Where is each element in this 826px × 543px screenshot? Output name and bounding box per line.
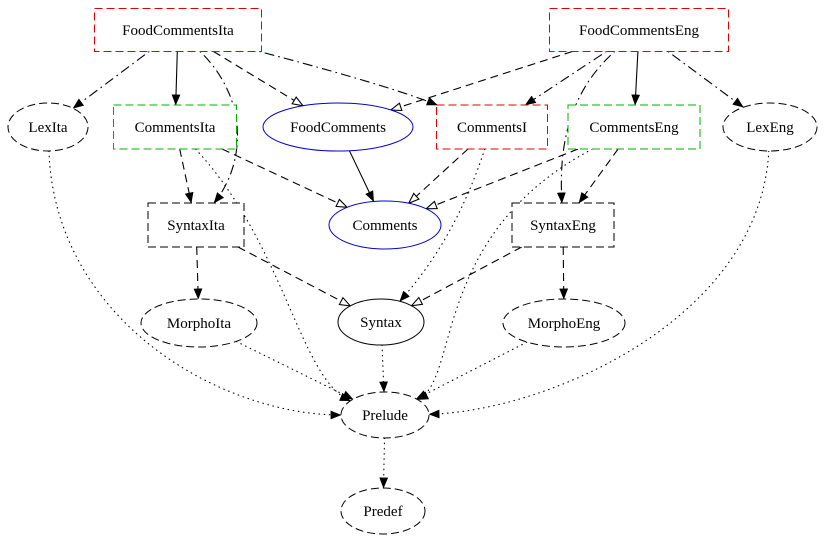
edge-FoodCommentsEng-to-LexEng (667, 50, 744, 108)
edge-FoodCommentsIta-to-CommentsIta (171, 51, 181, 106)
node-CommentsI: CommentsI (436, 104, 548, 150)
ellipse-FoodComments (262, 102, 414, 152)
ellipse-Prelude (340, 391, 430, 439)
edge-SyntaxEng-to-Syntax (412, 246, 522, 306)
edge-FoodCommentsIta-to-SyntaxIta (199, 50, 238, 204)
edge-CommentsI-to-Comments (409, 148, 469, 203)
label-Comments: Comments (352, 218, 417, 234)
node-FoodComments: FoodComments (262, 102, 414, 152)
node-SyntaxIta: SyntaxIta (147, 202, 245, 248)
node-Syntax: Syntax (337, 298, 425, 346)
label-FoodComments: FoodComments (290, 120, 386, 136)
edge-CommentsEng-to-SyntaxEng (578, 148, 619, 204)
edge-SyntaxIta-to-Syntax (237, 246, 350, 306)
edge-Syntax-to-Prelude (379, 344, 388, 393)
edge-CommentsIta-to-Comments (221, 148, 347, 207)
rect-FoodCommentsIta (94, 8, 262, 52)
edge-LexIta-to-Prelude (48, 150, 342, 420)
label-SyntaxIta: SyntaxIta (167, 218, 225, 234)
node-FoodCommentsIta: FoodCommentsIta (94, 8, 262, 52)
edge-CommentsIta-to-SyntaxIta (179, 148, 194, 204)
label-CommentsEng: CommentsEng (589, 120, 679, 136)
label-Syntax: Syntax (360, 315, 402, 331)
node-MorphoIta: MorphoIta (140, 298, 258, 348)
ellipse-LexIta (7, 102, 89, 152)
label-Prelude: Prelude (362, 408, 408, 424)
rect-SyntaxIta (147, 202, 245, 248)
node-SyntaxEng: SyntaxEng (511, 202, 615, 248)
label-MorphoEng: MorphoEng (528, 316, 601, 332)
label-LexIta: LexIta (28, 120, 67, 136)
label-CommentsIta: CommentsIta (135, 120, 216, 136)
node-LexIta: LexIta (7, 102, 89, 152)
label-Predef: Predef (363, 504, 402, 520)
ellipse-MorphoIta (140, 298, 258, 348)
ellipse-Syntax (337, 298, 425, 346)
node-Predef: Predef (340, 487, 426, 535)
rect-FoodCommentsEng (549, 8, 729, 52)
rect-CommentsI (436, 104, 548, 150)
edge-SyntaxIta-to-MorphoIta (193, 246, 203, 300)
label-FoodCommentsEng: FoodCommentsEng (579, 23, 700, 39)
node-Comments: Comments (328, 200, 442, 250)
ellipse-Predef (340, 487, 426, 535)
rect-SyntaxEng (511, 202, 615, 248)
label-FoodCommentsIta: FoodCommentsIta (122, 23, 234, 39)
label-LexEng: LexEng (746, 120, 794, 136)
edge-FoodCommentsIta-to-FoodComments (213, 51, 304, 106)
edge-LexEng-to-Prelude (428, 150, 770, 419)
edge-MorphoIta-to-Prelude (235, 340, 354, 400)
node-LexEng: LexEng (722, 102, 818, 152)
edge-FoodCommentsEng-to-FoodComments (391, 50, 573, 111)
node-MorphoEng: MorphoEng (502, 298, 626, 348)
label-MorphoIta: MorphoIta (167, 316, 231, 332)
rect-CommentsEng (567, 104, 701, 150)
node-CommentsEng: CommentsEng (567, 104, 701, 150)
edge-FoodCommentsIta-to-CommentsI (258, 50, 438, 106)
edge-Prelude-to-Predef (379, 437, 389, 489)
ellipse-Comments (328, 200, 442, 250)
edge-FoodCommentsIta-to-LexIta (72, 50, 150, 109)
edge-FoodCommentsEng-to-CommentsI (524, 50, 607, 106)
edge-MorphoEng-to-Prelude (415, 341, 528, 400)
node-Prelude: Prelude (340, 391, 430, 439)
label-SyntaxEng: SyntaxEng (530, 218, 596, 234)
node-CommentsIta: CommentsIta (113, 104, 237, 150)
ellipse-MorphoEng (502, 298, 626, 348)
rect-CommentsIta (113, 104, 237, 150)
edge-CommentsIta-to-Prelude (194, 148, 351, 402)
node-FoodCommentsEng: FoodCommentsEng (549, 8, 729, 52)
edge-CommentsEng-to-Prelude (417, 148, 593, 401)
edge-CommentsI-to-Syntax (399, 148, 486, 302)
label-CommentsI: CommentsI (457, 120, 527, 136)
edge-SyntaxEng-to-MorphoEng (559, 246, 569, 300)
edge-CommentsEng-to-Comments (426, 148, 579, 209)
edge-FoodCommentsEng-to-SyntaxEng (556, 50, 616, 204)
ellipse-LexEng (722, 102, 818, 152)
edge-FoodComments-to-Comments (348, 150, 375, 202)
edge-FoodCommentsEng-to-CommentsEng (631, 51, 641, 106)
